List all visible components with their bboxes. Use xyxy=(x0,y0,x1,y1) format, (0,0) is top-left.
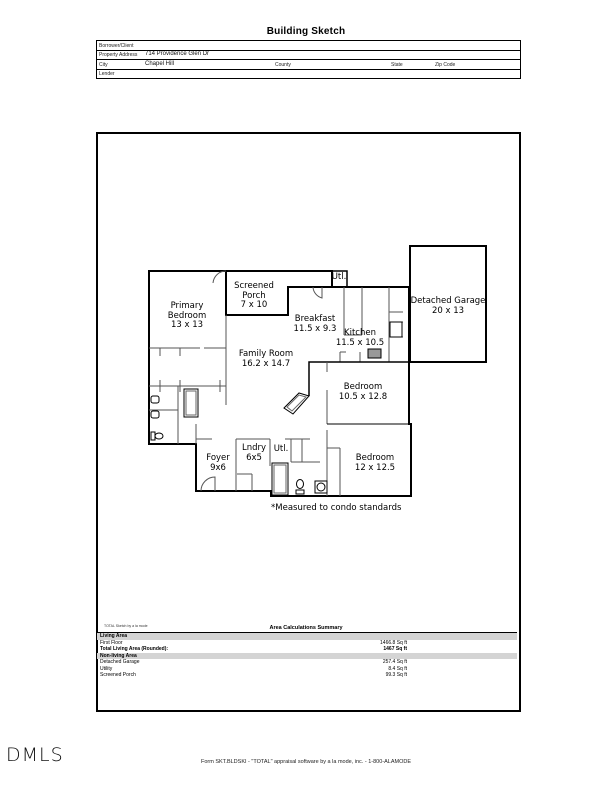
room-name: Family Room xyxy=(238,349,294,359)
room-name: Utl. xyxy=(273,444,289,454)
nonliving-area-header: Non-living Area xyxy=(97,652,517,659)
room-screened-porch: Screened Porch 7 x 10 xyxy=(234,281,274,311)
room-dims: 11.5 x 9.3 xyxy=(293,323,337,334)
room-name: Bedroom xyxy=(355,453,395,463)
first-floor-label: First Floor xyxy=(100,639,123,646)
room-name: Primary xyxy=(170,301,204,311)
room-dims: 6x5 xyxy=(246,452,262,463)
room-name: Screened xyxy=(234,281,274,291)
sketch-credit: TOTAL Sketch by a la mode xyxy=(104,624,148,628)
county-label: County xyxy=(275,61,291,68)
measurement-note: *Measured to condo standards xyxy=(271,503,402,513)
zip-label: Zip Code xyxy=(435,61,456,68)
room-name: Foyer xyxy=(206,453,230,463)
nonliving-value: 99.3 Sq ft xyxy=(385,672,407,678)
total-living-label: Total Living Area (Rounded): xyxy=(100,646,169,652)
nonliving-label: Utility xyxy=(100,665,113,672)
area-calculations-summary: Living Area First Floor 1466.8 Sq ft Tot… xyxy=(97,632,517,707)
room-dims: 9x6 xyxy=(210,462,226,473)
room-laundry: Lndry 6x5 xyxy=(241,443,267,463)
room-dims: 13 x 13 xyxy=(170,320,204,330)
room-name: Bedroom xyxy=(343,382,383,392)
room-name-line2: Porch xyxy=(242,290,266,301)
room-detached-garage: Detached Garage 20 x 13 xyxy=(410,296,486,316)
first-floor-row: First Floor 1466.8 Sq ft xyxy=(97,640,517,647)
room-name: Utl. xyxy=(331,272,347,282)
address-row: Property Address 714 Providence Glen Dr xyxy=(97,51,520,60)
nonliving-row: Detached Garage 257.4 Sq ft xyxy=(97,659,517,666)
first-floor-value: 1466.8 Sq ft xyxy=(380,639,407,646)
sketch-frame xyxy=(96,132,521,712)
total-living-value: 1467 Sq ft xyxy=(383,646,407,652)
page-title: Building Sketch xyxy=(266,26,346,37)
room-breakfast: Breakfast 11.5 x 9.3 xyxy=(293,314,337,334)
room-foyer: Foyer 9x6 xyxy=(206,453,230,473)
nonliving-value: 8.4 Sq ft xyxy=(388,665,407,672)
room-dims: 10.5 x 12.8 xyxy=(338,391,388,402)
room-dims: 7 x 10 xyxy=(240,300,268,310)
nonliving-row: Screened Porch 99.3 Sq ft xyxy=(97,672,517,679)
address-label: Property Address xyxy=(99,52,138,58)
lender-label: Lender xyxy=(99,71,115,77)
address-value: 714 Providence Glen Dr xyxy=(145,51,210,57)
room-utility-top: Utl. xyxy=(331,272,347,283)
room-dims: 12 x 12.5 xyxy=(354,462,396,473)
room-name: Breakfast xyxy=(294,314,336,324)
room-dims: 11.5 x 10.5 xyxy=(335,337,385,348)
nonliving-label: Detached Garage xyxy=(100,659,140,665)
room-primary-bedroom: Primary Bedroom 13 x 13 xyxy=(167,301,207,331)
property-header-table: Borrower/Client Property Address 714 Pro… xyxy=(96,40,521,79)
nonliving-row: Utility 8.4 Sq ft xyxy=(97,666,517,673)
room-dims: 16.2 x 14.7 xyxy=(241,358,291,369)
city-row: City Chapel Hill County State Zip Code xyxy=(97,60,520,70)
room-utility-bottom: Utl. xyxy=(273,444,289,455)
room-name: Detached Garage xyxy=(410,296,486,306)
borrower-row: Borrower/Client xyxy=(97,41,520,51)
total-living-row: Total Living Area (Rounded): 1467 Sq ft xyxy=(97,646,517,653)
room-bedroom-3: Bedroom 12 x 12.5 xyxy=(354,453,396,473)
area-summary-title: Area Calculations Summary xyxy=(269,625,343,631)
form-footer: Form SKT.BLDSKI - "TOTAL" appraisal soft… xyxy=(200,759,412,765)
room-name: Kitchen xyxy=(344,328,376,338)
room-bedroom-2: Bedroom 10.5 x 12.8 xyxy=(338,382,388,402)
room-family-room: Family Room 16.2 x 14.7 xyxy=(238,349,294,369)
room-dims: 20 x 13 xyxy=(431,305,465,316)
city-label: City xyxy=(99,61,108,68)
state-label: State xyxy=(391,61,403,68)
city-value: Chapel Hill xyxy=(145,60,175,67)
room-name-line2: Bedroom xyxy=(167,310,207,321)
living-area-header: Living Area xyxy=(97,633,517,640)
borrower-label: Borrower/Client xyxy=(99,42,134,49)
room-kitchen: Kitchen 11.5 x 10.5 xyxy=(335,328,385,348)
dmls-logo: DMLS xyxy=(6,744,64,766)
room-name: Lndry xyxy=(241,443,267,453)
nonliving-label: Screened Porch xyxy=(100,672,136,678)
nonliving-value: 257.4 Sq ft xyxy=(382,659,407,665)
lender-row: Lender xyxy=(97,70,520,79)
